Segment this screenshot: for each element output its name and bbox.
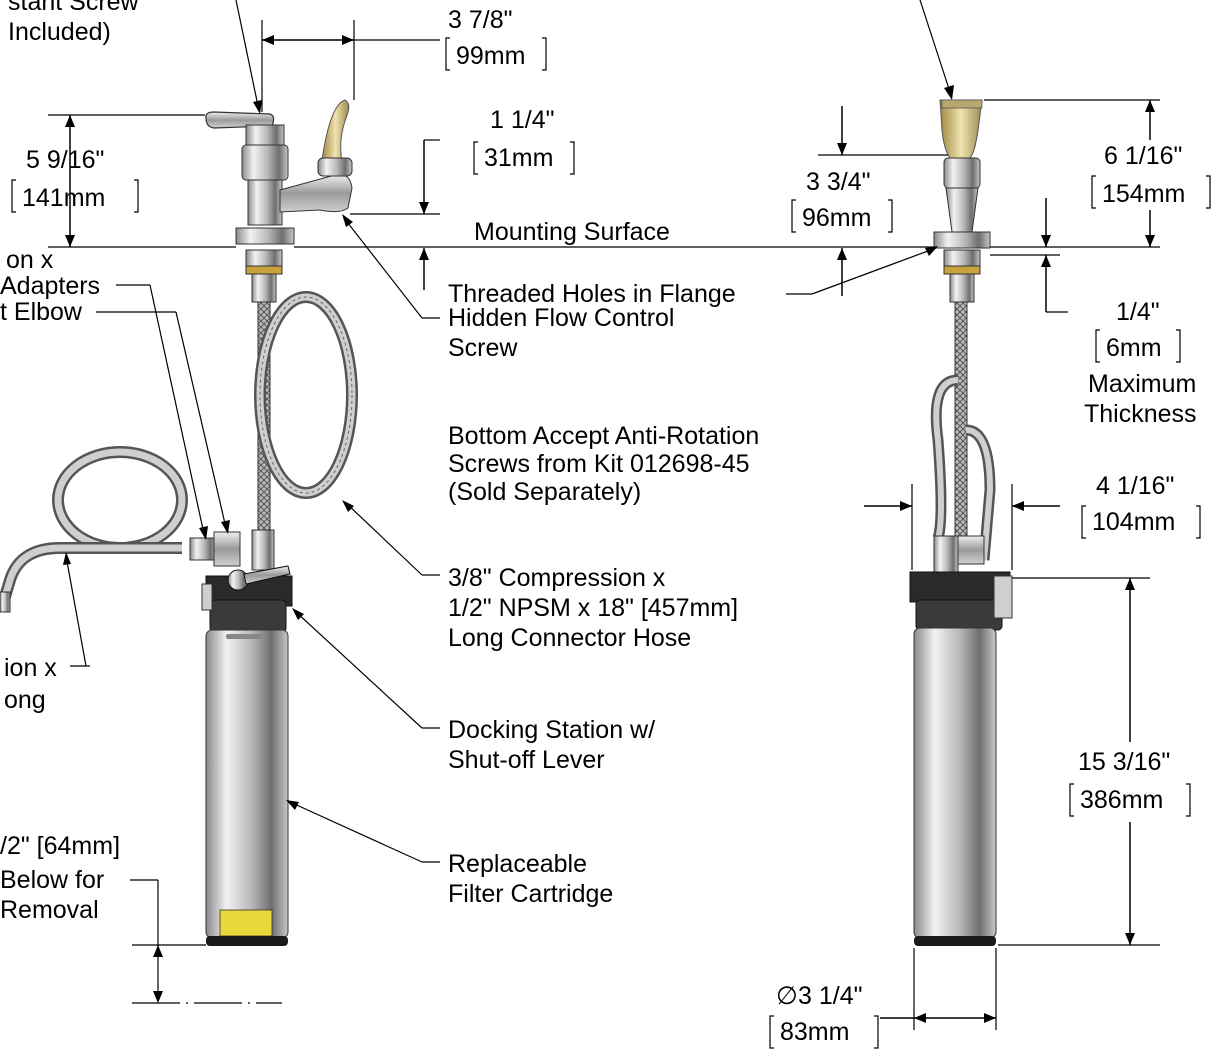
dim-max-thickness-mm: 6mm — [1106, 334, 1162, 362]
threaded-label-line1: Threaded Holes in Flange — [448, 280, 736, 308]
dim-handle-offset-mm: 99mm — [456, 42, 525, 70]
adapters-label-line1: on x — [6, 246, 54, 274]
diameter-symbol: ∅ — [776, 982, 798, 1010]
dim-cap-drop-mm: 96mm — [802, 204, 871, 232]
dim-left-height-in: 5 9/16" — [26, 146, 104, 174]
dim-spout-drop-in: 1 1/4" — [490, 106, 554, 134]
screw-label-line1: stant Screw — [8, 0, 140, 16]
cartridge-label-line2: Filter Cartridge — [448, 880, 613, 908]
max-thickness-label-line1: Maximum — [1088, 370, 1196, 398]
dim-bracket-width-in: 4 1/16" — [1096, 472, 1174, 500]
threaded-label-line4: (Sold Separately) — [448, 478, 641, 506]
hose-label-line2: 1/2" NPSM x 18" [457mm] — [448, 594, 738, 622]
right-faucet — [933, 99, 991, 303]
dim-cap-drop-in: 3 3/4" — [806, 168, 870, 196]
dim-left-height-mm: 141mm — [22, 184, 105, 212]
mm-brackets — [11, 37, 1211, 1049]
cartridge-label-line1: Replaceable — [448, 850, 587, 878]
dimension-lines — [48, 0, 1160, 1030]
screw-label-line2: Included) — [8, 18, 111, 46]
hidden-flow-label-line2: Screw — [448, 334, 518, 362]
mounting-surface-label: Mounting Surface — [474, 218, 670, 246]
filter-cartridge-left — [205, 629, 289, 946]
filter-cartridge-right — [913, 627, 997, 946]
hose-label-line1: 3/8" Compression x — [448, 564, 666, 592]
dim-filter-height-mm: 386mm — [1080, 786, 1163, 814]
left-faucet — [205, 99, 353, 303]
clearance-label-line3: Removal — [0, 896, 99, 924]
threaded-label-line2: Bottom Accept Anti-Rotation — [448, 422, 759, 450]
outlet-label-line1: ion x — [4, 654, 57, 682]
dim-bracket-width-mm: 104mm — [1092, 508, 1175, 536]
dim-filter-height-in: 15 3/16" — [1078, 748, 1170, 776]
docking-station-right — [909, 571, 1013, 631]
elbow-fitting — [213, 531, 241, 567]
dim-diameter-mm: 83mm — [780, 1018, 849, 1046]
outlet-label-line2: ong — [4, 686, 46, 714]
clearance-label-line2: Below for — [0, 866, 104, 894]
dim-right-height-mm: 154mm — [1102, 180, 1185, 208]
adapter-fitting — [189, 537, 217, 561]
dim-right-height-in: 6 1/16" — [1104, 142, 1182, 170]
hidden-flow-label-line1: Hidden Flow Control — [448, 304, 675, 332]
dim-max-thickness-in: 1/4" — [1116, 298, 1160, 326]
clearance-label-line1: /2" [64mm] — [0, 832, 120, 860]
dim-diameter-in: 3 1/4" — [798, 982, 862, 1010]
adapters-label-line2: Adapters — [0, 272, 100, 300]
dim-handle-offset-in: 3 7/8" — [448, 6, 512, 34]
dim-spout-drop-mm: 31mm — [484, 144, 553, 172]
threaded-label-line3: Screws from Kit 012698-45 — [448, 450, 750, 478]
docking-station — [201, 565, 293, 633]
connector-hose-right — [954, 301, 968, 539]
elbow-label: t Elbow — [0, 298, 83, 326]
docking-label-line2: Shut-off Lever — [448, 746, 605, 774]
hose-label-line3: Long Connector Hose — [448, 624, 691, 652]
labels: stant Screw Included) 3 7/8" 99mm 1 1/4"… — [0, 0, 1197, 1046]
outlet-hose — [0, 446, 188, 613]
docking-label-line1: Docking Station w/ — [448, 716, 655, 744]
max-thickness-label-line2: Thickness — [1084, 400, 1197, 428]
